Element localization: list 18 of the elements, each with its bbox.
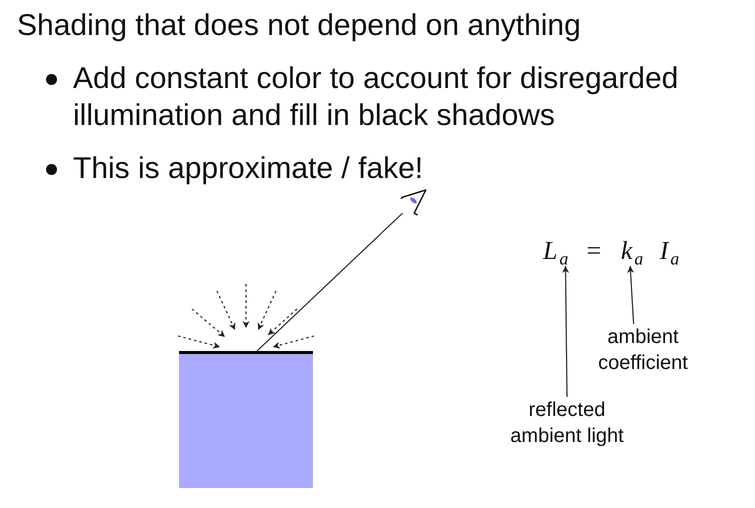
callout-text: ambient coefficient: [584, 324, 702, 376]
leader-arrow: [627, 266, 634, 324]
leader-arrow: [562, 266, 570, 397]
surface-block: [179, 351, 313, 488]
light-ray-arrow: [268, 308, 298, 336]
light-ray-arrow: [178, 335, 220, 349]
bullet-text: Add constant color to account for disregarded illumination and fill in black shadows: [73, 61, 680, 134]
reflected-ray-line: [256, 212, 404, 352]
callout-text: reflected ambient light: [496, 397, 638, 449]
light-ray-arrow: [216, 290, 236, 330]
light-ray-arrow: [242, 284, 250, 328]
light-ray-arrow: [258, 290, 276, 330]
heading-text: Shading that does not depend on anything: [17, 8, 581, 44]
light-ray-arrow: [272, 335, 314, 349]
eye-icon: [400, 189, 427, 216]
bullet-text: This is approximate / fake!: [73, 151, 424, 187]
light-ray-arrow: [192, 308, 226, 338]
formula: L$_{a}$ = k$_{a}$ I$_{a}$: [543, 236, 680, 266]
